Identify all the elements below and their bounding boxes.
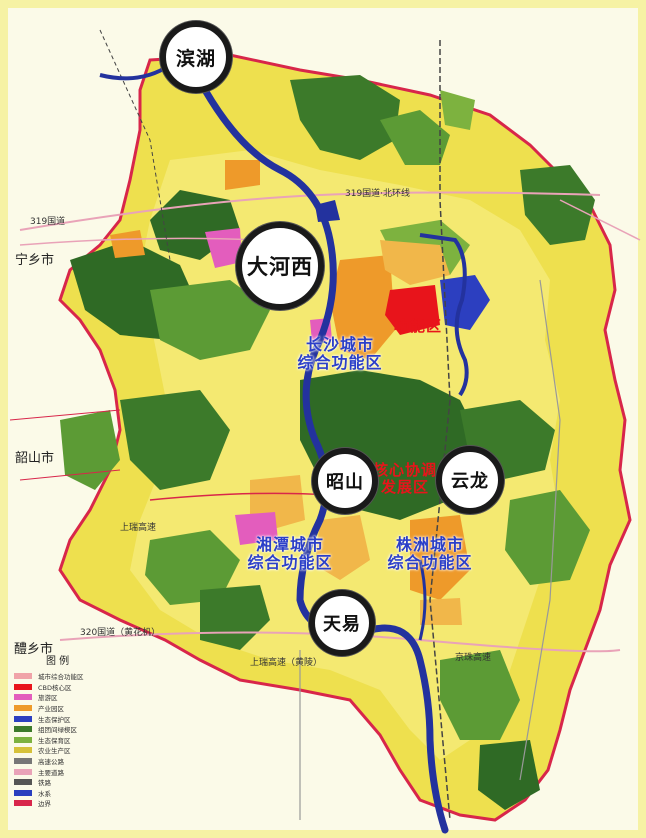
legend-label: 城市综合功能区: [38, 673, 84, 682]
legend-label: 旅游区: [38, 694, 58, 703]
tributary-river-east: [419, 233, 469, 397]
legend-item: 铁路: [14, 777, 122, 788]
legend-label: 边界: [38, 800, 51, 809]
legend-item: 高速公路: [14, 756, 122, 767]
blue-eco-area: [440, 275, 490, 330]
zone-label-xiangtan: 湘潭城市 综合功能区: [225, 535, 355, 573]
zone-label-core-line2: 发展区: [380, 478, 429, 497]
legend-swatch: [14, 694, 32, 701]
road-label-shangrui: 上瑞高速: [120, 523, 157, 533]
city-label-shaoshan: 韶山市: [15, 451, 55, 466]
legend-label: 高速公路: [38, 758, 64, 767]
legend-label: 产业园区: [38, 705, 64, 714]
legend-item: 生态保育区: [14, 735, 122, 746]
legend-item: 组团间绿楔区: [14, 724, 122, 735]
legend-label: 生态保育区: [38, 736, 71, 745]
legend-label: 水系: [38, 789, 51, 798]
legend-swatch: [14, 715, 32, 722]
zone-label-zhuzhou: 株洲城市 综合功能区: [365, 535, 495, 573]
zone-label-changsha-line1: 长沙城市: [305, 335, 374, 354]
orange-areas: [110, 160, 470, 625]
legend-swatch: [14, 726, 32, 733]
reservoir: [315, 200, 340, 222]
node-yunlong-label: 云龙: [451, 471, 489, 492]
legend-label: CBD核心区: [38, 683, 72, 692]
legend-swatch: [14, 768, 32, 775]
city-label-ningxiang: 宁乡市: [15, 253, 55, 268]
legend-item: 旅游区: [14, 692, 122, 703]
legend-label: 生态保护区: [38, 715, 71, 724]
node-tianyi-label: 天易: [323, 614, 361, 635]
legend-swatch: [14, 747, 32, 754]
legend-title: 图 例: [46, 656, 70, 667]
pink-tourism-area-2: [235, 512, 278, 545]
red-cbd-area: [385, 285, 440, 335]
legend-item: 水系: [14, 788, 122, 799]
zone-label-changsha: 长沙城市 综合功能区: [275, 335, 405, 373]
zone-label-core: 核心协调 发展区: [370, 461, 440, 497]
legend-swatch: [14, 736, 32, 743]
city-label-liling: 醴乡市: [14, 642, 54, 657]
legend-swatch: [14, 673, 32, 680]
legend-item: 边界: [14, 798, 122, 809]
zone-label-xiangtan-line2: 综合功能区: [247, 553, 333, 573]
node-dahexi: 大河西: [236, 222, 324, 310]
tributary-river-south: [418, 559, 427, 641]
road-label-319: 319国道: [30, 217, 66, 227]
road-label-jingzhu: 京珠高速: [455, 653, 492, 663]
legend-item: 主要道路: [14, 766, 122, 777]
legend-item: 生态保护区: [14, 713, 122, 724]
node-dahexi-label: 大河西: [247, 255, 313, 279]
legend-item: 产业园区: [14, 703, 122, 714]
legend-swatch: [14, 758, 32, 765]
zone-label-zhuzhou-line2: 综合功能区: [387, 553, 473, 573]
legend-label: 主要道路: [38, 768, 64, 777]
node-yunlong: 云龙: [436, 446, 504, 514]
road-label-319-north: 319国道·北环线: [345, 189, 411, 199]
node-zhaoshan: 昭山: [312, 448, 378, 514]
zone-label-xiangtan-line1: 湘潭城市: [255, 535, 324, 554]
legend-item: CBD核心区: [14, 682, 122, 693]
zone-label-red-east: 功能区: [393, 317, 442, 335]
road-label-320: 320国道（黄花机）: [80, 628, 161, 638]
legend-item: 农业生产区: [14, 745, 122, 756]
road-label-shangrui-2: 上瑞高速（黄陵）: [250, 658, 323, 668]
legend-swatch: [14, 800, 32, 807]
legend-label: 农业生产区: [38, 747, 71, 756]
node-binhu-label: 滨湖: [175, 47, 216, 70]
node-tianyi: 天易: [309, 590, 375, 656]
node-binhu: 滨湖: [160, 21, 232, 93]
legend-swatch: [14, 705, 32, 712]
node-zhaoshan-label: 昭山: [326, 472, 364, 493]
legend-swatch: [14, 789, 32, 796]
legend-swatch: [14, 683, 32, 690]
zone-label-changsha-line2: 综合功能区: [297, 353, 383, 373]
roads: [9, 29, 641, 821]
zone-label-core-line1: 核心协调: [372, 461, 437, 479]
legend-swatch: [14, 779, 32, 786]
legend-label: 组团间绿楔区: [38, 726, 77, 735]
legend-label: 铁路: [38, 779, 51, 788]
zone-label-zhuzhou-line1: 株洲城市: [395, 535, 464, 554]
legend-item: 城市综合功能区: [14, 671, 122, 682]
